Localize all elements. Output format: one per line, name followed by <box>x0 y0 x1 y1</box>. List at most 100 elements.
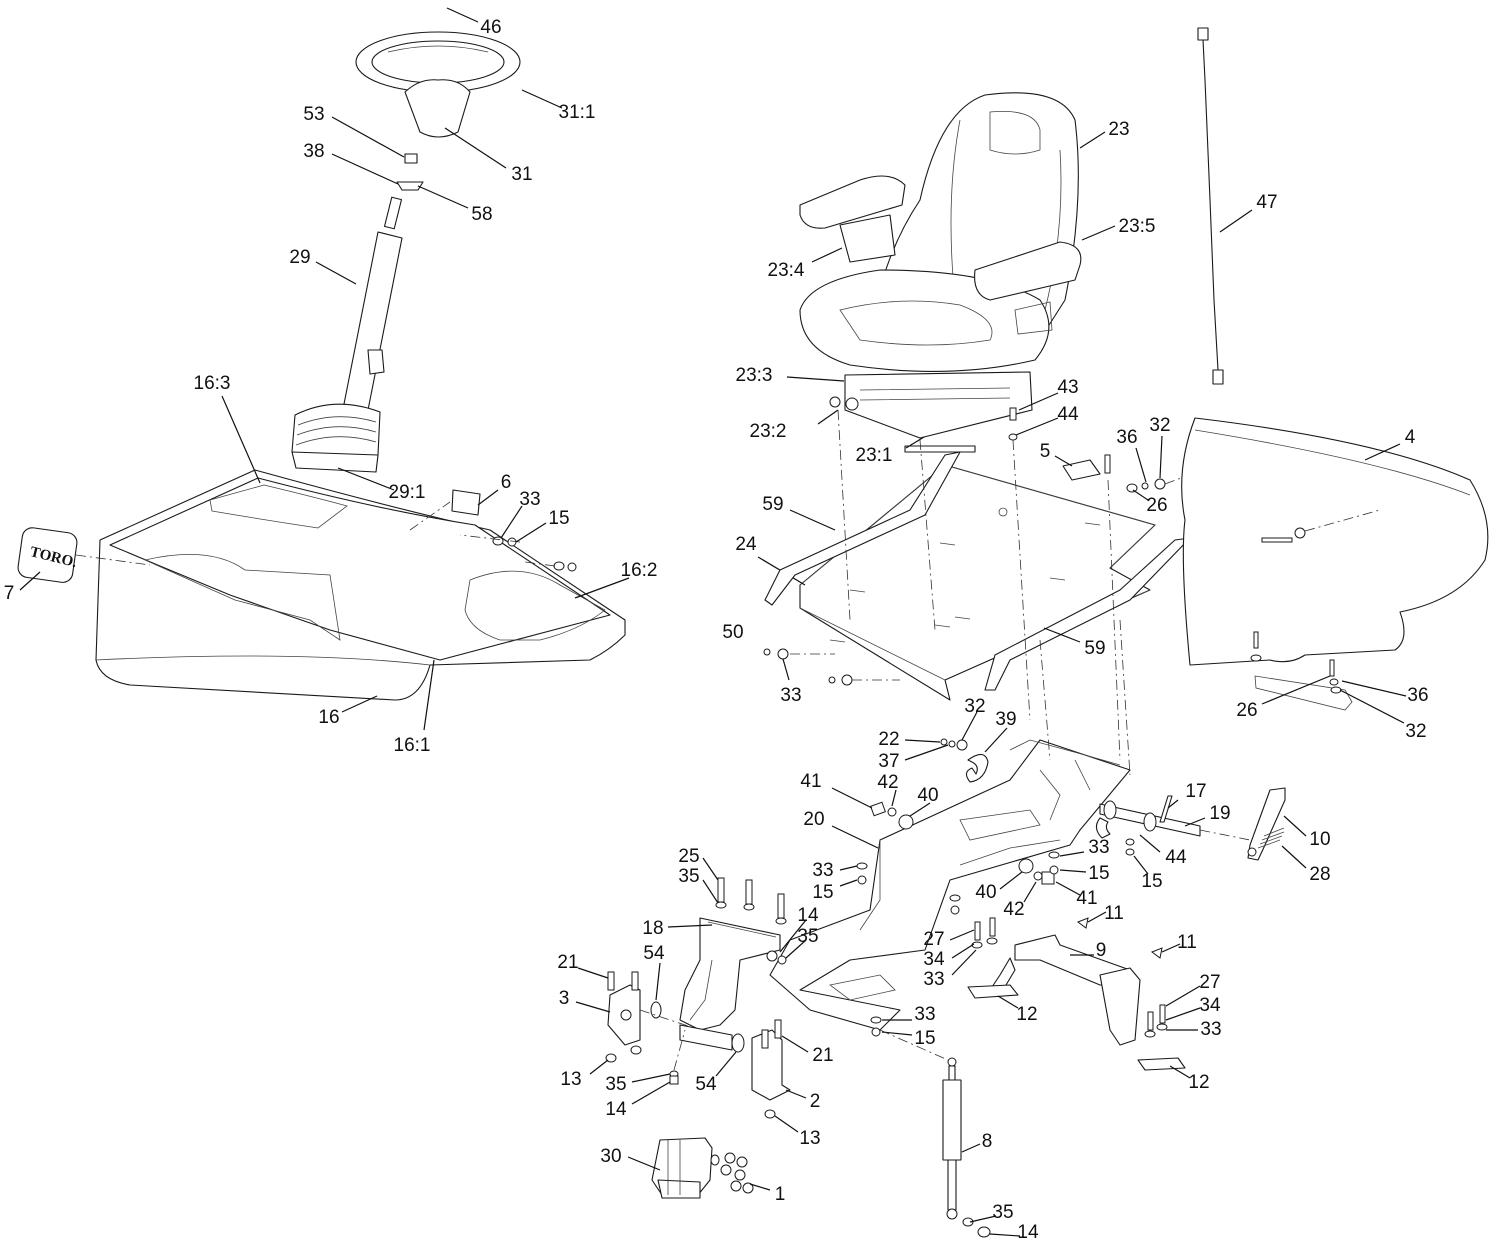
brake-pedal[interactable] <box>1247 787 1286 861</box>
callout-c33b: 33 <box>780 685 801 706</box>
leader-41b <box>1055 881 1081 896</box>
bracket-12a[interactable] <box>967 917 1019 999</box>
callout-c20: 20 <box>803 809 824 830</box>
leader-31 <box>444 127 507 169</box>
callout-c16-1: 16:1 <box>394 735 431 756</box>
callout-c35d: 35 <box>992 1202 1013 1223</box>
callout-c42b: 42 <box>1003 899 1024 920</box>
leader-23 <box>1079 131 1106 149</box>
callout-c32c: 32 <box>964 696 985 717</box>
callout-c12a: 12 <box>1016 1004 1037 1025</box>
pedal-shaft[interactable] <box>1095 795 1201 839</box>
callout-c16: 16 <box>318 707 339 728</box>
leader-28 <box>1281 845 1307 869</box>
leader-5 <box>1054 455 1073 467</box>
callout-c17: 17 <box>1185 781 1206 802</box>
steering-wheel[interactable] <box>355 31 521 138</box>
dashed-seat-d <box>1107 479 1121 761</box>
leader-58 <box>417 185 469 209</box>
leader-14c <box>989 1233 1021 1237</box>
callout-c41b: 41 <box>1076 888 1097 909</box>
dash-console[interactable] <box>95 469 626 701</box>
callout-c7: 7 <box>4 583 15 604</box>
fasteners-36-32-26 <box>1104 454 1166 493</box>
callout-c4: 4 <box>1405 427 1416 448</box>
leader-40b <box>999 871 1023 890</box>
washer-nut-33c-15 <box>856 851 1060 1037</box>
callout-c31: 31 <box>511 164 532 185</box>
leader-6 <box>477 489 499 506</box>
callout-c33a: 33 <box>519 489 540 510</box>
callout-c13a: 13 <box>560 1069 581 1090</box>
callout-c54a: 54 <box>643 943 665 964</box>
callout-c24: 24 <box>735 534 757 555</box>
dashed-seat-c <box>1012 439 1031 721</box>
callout-c38: 38 <box>303 141 324 162</box>
callout-c15d: 15 <box>812 882 833 903</box>
fasteners-rear-cover <box>1250 509 1381 694</box>
callout-c13b: 13 <box>799 1128 820 1149</box>
callout-c41a: 41 <box>800 771 821 792</box>
callout-c23-1: 23:1 <box>856 445 893 466</box>
leader-15e <box>881 1031 913 1036</box>
callout-c26a: 26 <box>1146 495 1167 516</box>
clip-11b <box>1150 947 1163 959</box>
callout-c16-3: 16:3 <box>194 373 231 394</box>
bracket-12b[interactable] <box>1137 1004 1186 1071</box>
seat-pan[interactable] <box>799 464 1156 701</box>
leader-36a <box>1135 447 1147 483</box>
dashed-8 <box>879 1029 949 1061</box>
leader-25 <box>702 857 719 881</box>
nut-15a <box>507 537 517 547</box>
callout-c14a: 14 <box>797 905 819 926</box>
leader-26b <box>1261 675 1331 705</box>
callout-c11a: 11 <box>1104 903 1124 924</box>
leader-3 <box>575 1001 611 1013</box>
leader-40a <box>909 802 931 817</box>
bushing-54a <box>650 1001 662 1019</box>
callout-c21a: 21 <box>557 952 578 973</box>
wire-harness[interactable] <box>1197 27 1224 385</box>
leader-10 <box>1283 815 1307 837</box>
steering-control-valve[interactable] <box>651 1137 720 1199</box>
leader-34a <box>951 943 975 959</box>
leader-23-5 <box>1081 225 1116 241</box>
cross-shaft[interactable] <box>989 934 1141 1046</box>
steering-bracket[interactable] <box>679 917 781 1031</box>
washer-44-15 <box>1125 838 1135 856</box>
rear-cover[interactable] <box>1181 417 1489 711</box>
leader-34b <box>1165 1007 1201 1021</box>
leader-31-1 <box>521 89 563 109</box>
steering-column[interactable] <box>291 196 403 473</box>
callout-c33e: 33 <box>923 969 944 990</box>
callout-c35c: 35 <box>605 1074 626 1095</box>
callout-c16-2: 16:2 <box>621 560 658 581</box>
callout-c15a: 15 <box>548 508 569 529</box>
leader-33a <box>500 505 523 539</box>
leader-33d <box>839 865 858 871</box>
gas-spring[interactable] <box>942 1057 962 1220</box>
callout-c3: 3 <box>559 988 570 1009</box>
leader-35a <box>702 879 719 904</box>
callout-c23-2: 23:2 <box>750 421 787 442</box>
callout-c11b: 11 <box>1177 932 1197 953</box>
callout-c6: 6 <box>501 472 512 493</box>
callout-c36a: 36 <box>1116 427 1137 448</box>
leader-59b <box>1043 627 1081 643</box>
leader-13a <box>589 1059 609 1075</box>
leader-23-2 <box>817 409 839 425</box>
callout-c54b: 54 <box>695 1074 717 1095</box>
callout-c39: 39 <box>995 709 1016 730</box>
bolts-25-35 <box>715 877 787 925</box>
mount-bracket-3[interactable] <box>605 971 642 1063</box>
operator-seat[interactable] <box>799 92 1082 453</box>
mount-bracket-2[interactable] <box>751 1019 791 1119</box>
steering-frame[interactable] <box>769 739 1131 1031</box>
leader-14b <box>631 1081 671 1105</box>
callout-c37: 37 <box>878 751 899 772</box>
dashed-19 <box>1199 829 1251 841</box>
dashed-frame-b <box>1119 619 1131 776</box>
leader-15a <box>515 522 547 543</box>
callout-c18: 18 <box>642 918 663 939</box>
